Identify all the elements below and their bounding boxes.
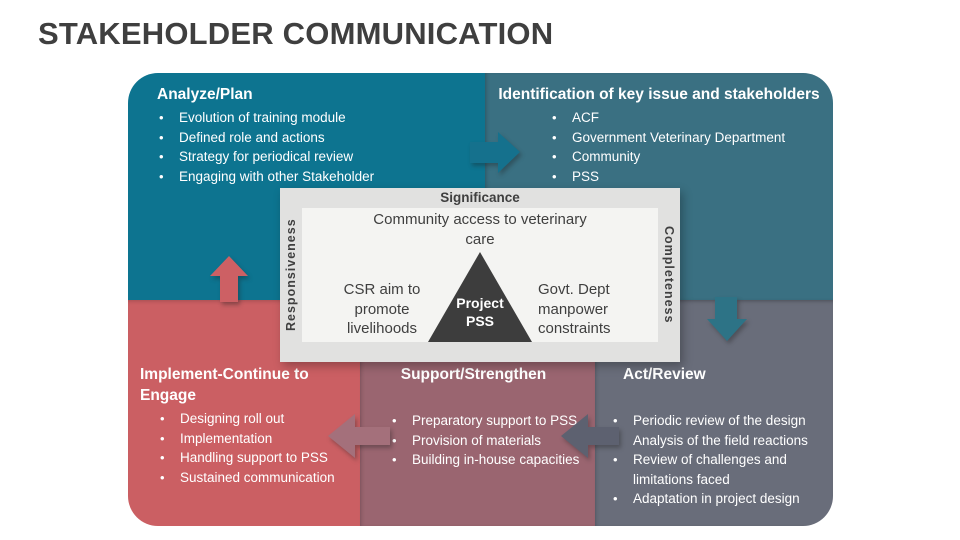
list-item: Defined role and actions (157, 128, 475, 148)
significance-inner-panel: Community access to veterinary care CSR … (302, 208, 658, 342)
significance-panel: Significance Responsiveness Completeness… (280, 188, 680, 362)
page-title: STAKEHOLDER COMMUNICATION (38, 16, 554, 51)
list-item: Review of challenges and limitations fac… (611, 450, 827, 489)
arrow-up-icon (210, 256, 248, 302)
list-item: Community (550, 147, 825, 167)
box-analyze-plan-title: Analyze/Plan (157, 86, 253, 103)
list-item: Implementation (158, 429, 352, 449)
box-act-review-list: Periodic review of the design Analysis o… (611, 411, 827, 509)
list-item: Analysis of the field reactions (611, 431, 827, 451)
list-item: Preparatory support to PSS (390, 411, 595, 431)
arrow-left-rose-icon (328, 414, 390, 458)
box-implement-list: Designing roll out Implementation Handli… (158, 409, 352, 487)
responsiveness-label: Responsiveness (284, 218, 298, 332)
box-act-review-title: Act/Review (623, 366, 706, 383)
list-item: ACF (550, 108, 825, 128)
list-item: PSS (550, 167, 825, 187)
list-item: Designing roll out (158, 409, 352, 429)
govt-dept-text: Govt. Dept manpower constraints (538, 281, 611, 337)
arrow-left-slate-icon (561, 414, 619, 458)
list-item: Government Veterinary Department (550, 128, 825, 148)
list-item: Building in-house capacities (390, 450, 595, 470)
box-implement-title: Implement-Continue to Engage (140, 366, 309, 404)
arrow-down-icon (707, 297, 747, 341)
csr-aim-text: CSR aim to promote livelihoods (343, 281, 421, 337)
box-support-list: Preparatory support to PSS Provision of … (390, 411, 595, 470)
project-pss-triangle-icon (428, 252, 532, 342)
list-item: Sustained communication (158, 468, 352, 488)
list-item: Handling support to PSS (158, 448, 352, 468)
list-item: Adaptation in project design (611, 489, 827, 509)
list-item: Evolution of training module (157, 108, 475, 128)
box-analyze-plan-list: Evolution of training module Defined rol… (157, 108, 475, 186)
box-support-title: Support/Strengthen (400, 366, 547, 383)
list-item: Periodic review of the design (611, 411, 827, 431)
list-item: Strategy for periodical review (157, 147, 475, 167)
box-identification-title: Identification of key issue and stakehol… (498, 86, 820, 103)
list-item: Provision of materials (390, 431, 595, 451)
significance-label: Significance (440, 190, 520, 205)
arrow-right-icon (470, 132, 520, 173)
list-item: Engaging with other Stakeholder (157, 167, 475, 187)
community-access-text: Community access to veterinary care (373, 211, 587, 248)
project-pss-label: Project PSS (456, 295, 504, 329)
box-identification-list: ACF Government Veterinary Department Com… (550, 108, 825, 186)
completeness-label: Completeness (662, 226, 676, 324)
